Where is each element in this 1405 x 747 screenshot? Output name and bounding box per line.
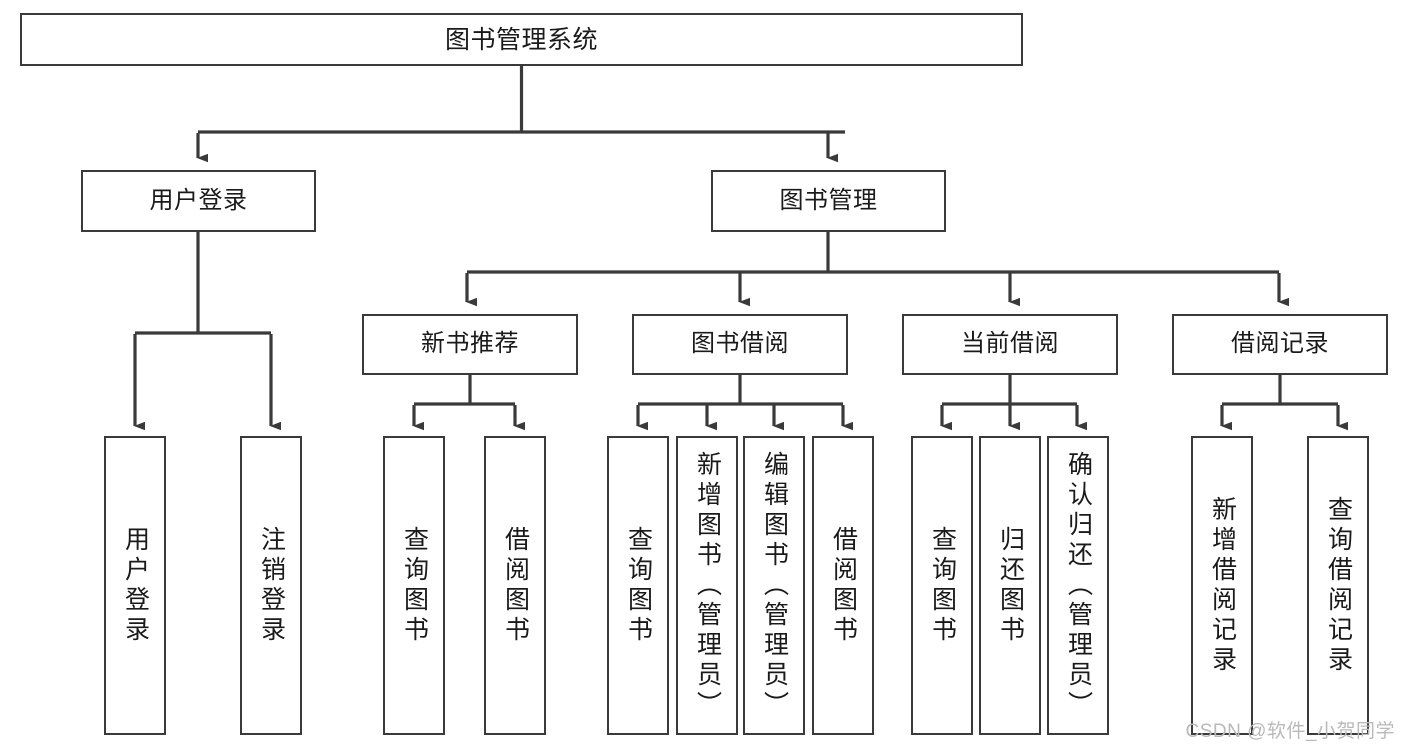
node-label: 编辑图书（管理员）: [760, 450, 789, 721]
node-label: 归还图书: [996, 525, 1025, 646]
node-label: 图书管理系统: [444, 25, 598, 54]
node-label: 用户登录: [149, 186, 248, 214]
leaf-confirm-return-admin[interactable]: 确认归还（管理员）: [1047, 436, 1109, 735]
node-label: 图书借阅: [691, 330, 789, 358]
node-new-book-recommend[interactable]: 新书推荐: [362, 314, 578, 375]
node-label: 查询图书: [400, 525, 429, 646]
node-label: 新增图书（管理员）: [693, 450, 722, 721]
leaf-query-book-borrow[interactable]: 查询图书: [607, 436, 669, 735]
node-label: 借阅图书: [501, 525, 530, 646]
node-current-borrow[interactable]: 当前借阅: [902, 314, 1118, 375]
node-borrow-record[interactable]: 借阅记录: [1172, 314, 1388, 375]
node-label: 用户登录: [121, 525, 150, 646]
node-label: 借阅图书: [829, 525, 858, 646]
leaf-return-book[interactable]: 归还图书: [979, 436, 1041, 735]
node-label: 查询借阅记录: [1324, 495, 1353, 676]
watermark-text: CSDN @软件_小贺同学: [1185, 721, 1395, 742]
leaf-add-book-admin[interactable]: 新增图书（管理员）: [676, 436, 738, 735]
leaf-user-login[interactable]: 用户登录: [104, 436, 166, 735]
node-label: 新增借阅记录: [1208, 495, 1237, 676]
node-label: 当前借阅: [961, 330, 1059, 358]
leaf-add-borrow-record[interactable]: 新增借阅记录: [1191, 436, 1253, 735]
leaf-query-borrow-record[interactable]: 查询借阅记录: [1307, 436, 1369, 735]
node-label: 图书管理: [779, 186, 878, 214]
node-label: 注销登录: [257, 525, 286, 646]
node-label: 借阅记录: [1231, 330, 1329, 358]
node-book-management[interactable]: 图书管理: [711, 170, 946, 232]
node-label: 查询图书: [624, 525, 653, 646]
leaf-query-book-recommend[interactable]: 查询图书: [383, 436, 445, 735]
node-book-borrow[interactable]: 图书借阅: [632, 314, 848, 375]
node-label: 查询图书: [928, 525, 957, 646]
leaf-edit-book-admin[interactable]: 编辑图书（管理员）: [743, 436, 805, 735]
leaf-query-book-current[interactable]: 查询图书: [911, 436, 973, 735]
node-label: 新书推荐: [421, 330, 519, 358]
node-root-system[interactable]: 图书管理系统: [20, 13, 1023, 66]
node-label: 确认归还（管理员）: [1064, 450, 1093, 721]
leaf-borrow-book[interactable]: 借阅图书: [812, 436, 874, 735]
leaf-borrow-book-recommend[interactable]: 借阅图书: [484, 436, 546, 735]
leaf-logout-login[interactable]: 注销登录: [240, 436, 302, 735]
node-user-login[interactable]: 用户登录: [81, 170, 316, 232]
